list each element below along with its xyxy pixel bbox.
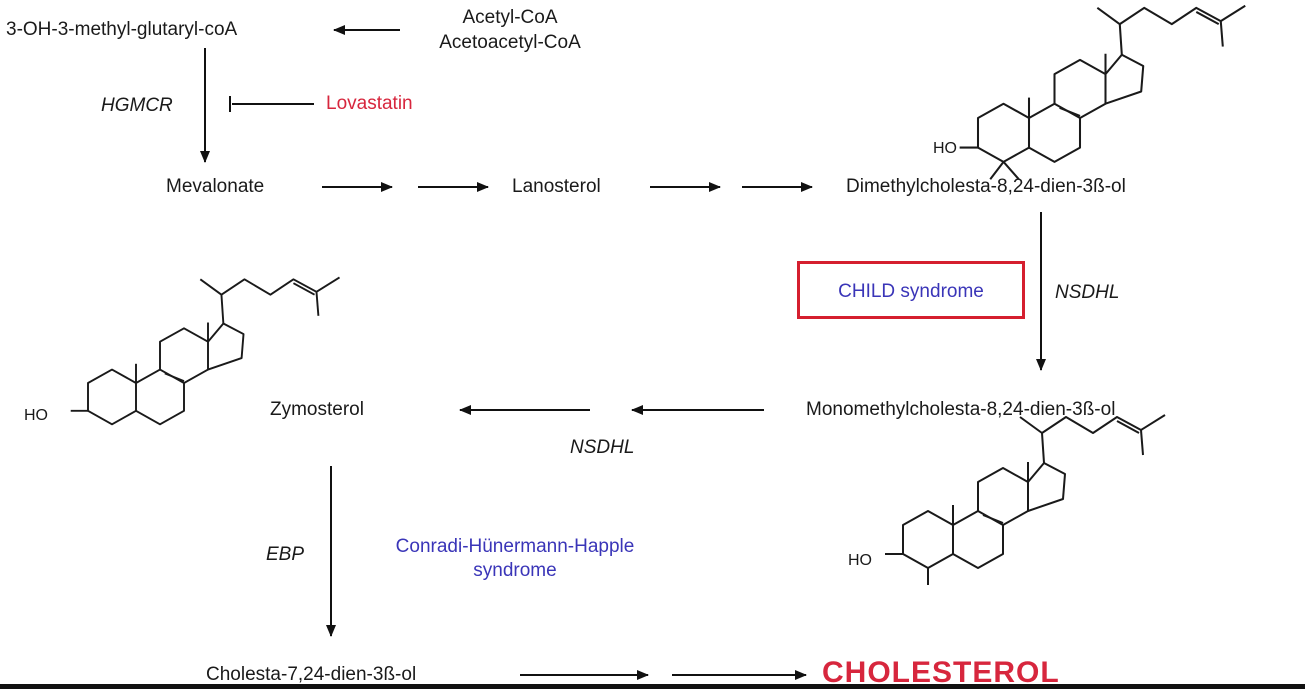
syndrome-conradi-line1: Conradi-Hünermann-Happle [395, 536, 635, 557]
node-dimethylcholesta: Dimethylcholesta-8,24-dien-3ß-ol [846, 176, 1126, 197]
label-ho-monomethyl: HO [848, 552, 872, 569]
enzyme-nsdhl-horizontal: NSDHL [570, 437, 635, 458]
enzyme-hgmcr: HGMCR [101, 95, 173, 116]
label-ho-dimethyl: HO [933, 140, 957, 157]
syndrome-conradi-line2: syndrome [473, 560, 557, 581]
bottom-bar [0, 684, 1305, 689]
node-mevalonate: Mevalonate [166, 176, 265, 197]
structure-dimethylcholesta [958, 4, 1247, 180]
node-zymosterol: Zymosterol [270, 399, 364, 420]
syndrome-child: CHILD syndrome [838, 281, 984, 302]
enzyme-nsdhl-vertical: NSDHL [1055, 282, 1120, 303]
node-cholesterol: CHOLESTEROL [822, 656, 1060, 689]
node-hmg-coa: 3-OH-3-methyl-glutaryl-coA [6, 19, 238, 40]
node-cholesta: Cholesta-7,24-dien-3ß-ol [206, 664, 417, 685]
node-monomethylcholesta: Monomethylcholesta-8,24-dien-3ß-ol [806, 399, 1116, 420]
node-acetyl-coa: Acetyl-CoA [462, 7, 558, 28]
node-lanosterol: Lanosterol [512, 176, 601, 197]
inhibitor-lovastatin: Lovastatin [326, 93, 413, 114]
structure-monomethylcholesta [884, 414, 1166, 585]
node-acetoacetyl-coa: Acetoacetyl-CoA [439, 32, 581, 53]
label-ho-zymosterol: HO [24, 407, 48, 424]
enzyme-ebp: EBP [266, 544, 305, 565]
highlight-child-syndrome: CHILD syndrome [797, 261, 1025, 319]
